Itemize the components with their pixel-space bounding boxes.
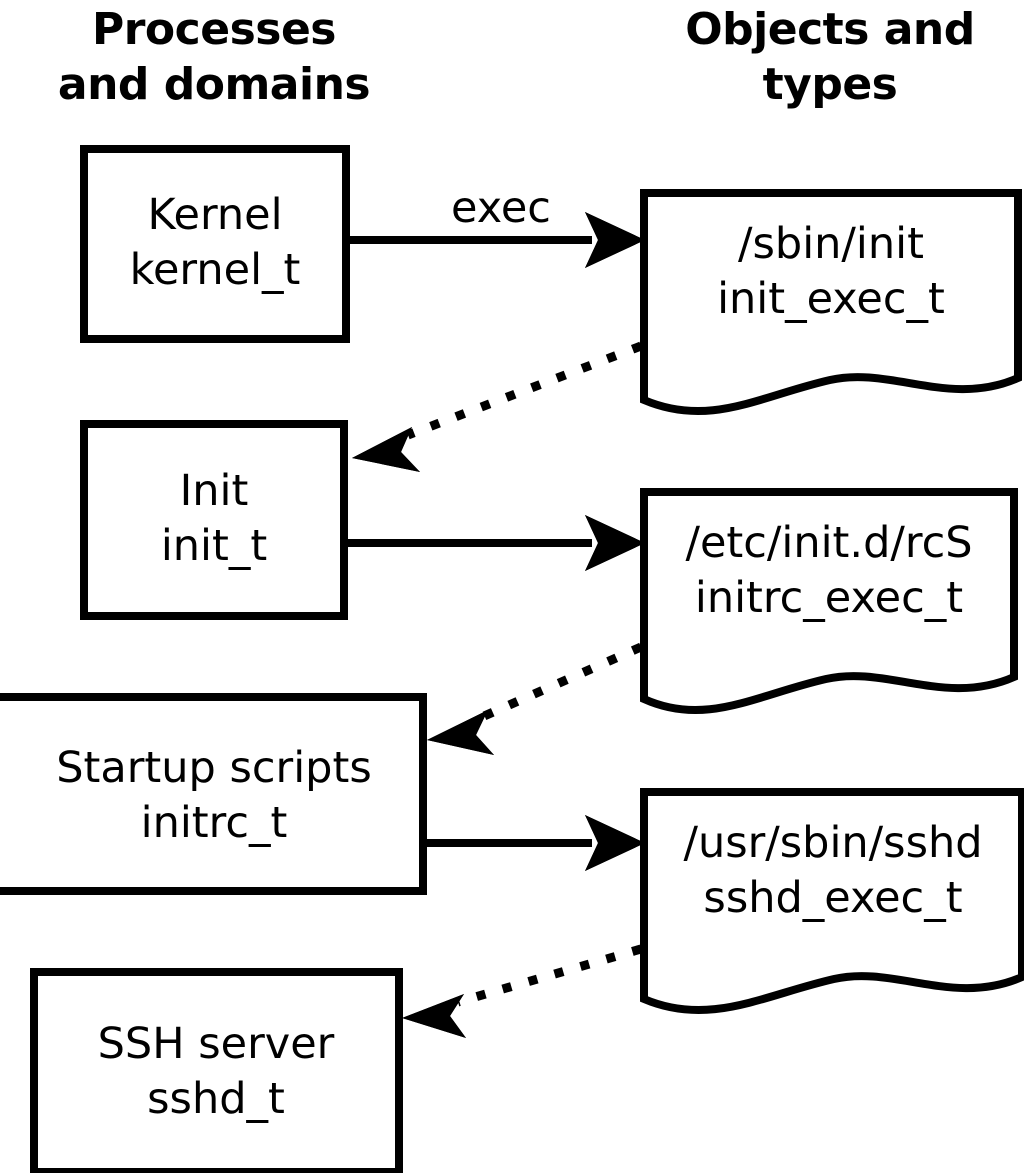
process-node-kernel-label-line2: kernel_t bbox=[130, 245, 301, 295]
object-node-initrc_exec-label-line2: initrc_exec_t bbox=[695, 573, 963, 623]
edge-line bbox=[480, 642, 643, 722]
object-node-initrc_exec[interactable]: /etc/init.d/rcS initrc_exec_t bbox=[640, 488, 1018, 715]
process-node-initrc-box[interactable] bbox=[0, 693, 427, 895]
process-node-init-label-line2: init_t bbox=[161, 521, 267, 571]
process-node-init[interactable]: Init init_t bbox=[80, 420, 348, 620]
column-header-objects-line2: types bbox=[763, 59, 898, 110]
object-node-initrc_exec-label-line1: /etc/init.d/rcS bbox=[685, 518, 972, 568]
process-node-initrc[interactable]: Startup scripts initrc_t bbox=[0, 693, 427, 895]
object-node-sshd_exec-document-shape[interactable] bbox=[640, 788, 1024, 1015]
process-node-initrc-label-line2: initrc_t bbox=[141, 798, 288, 848]
arrow-head-icon-initrc_exec-to-initrc bbox=[427, 710, 494, 755]
arrow-head-icon-initrc-to-sshd_exec bbox=[585, 815, 645, 871]
arrow-head-icon-kernel-to-init_exec bbox=[585, 212, 645, 268]
column-header-processes-line2: and domains bbox=[58, 59, 370, 110]
object-node-init_exec-label-line2: init_exec_t bbox=[717, 274, 945, 324]
process-node-kernel-box[interactable] bbox=[80, 145, 350, 343]
object-node-initrc_exec-document-shape[interactable] bbox=[640, 488, 1018, 715]
edge-line bbox=[406, 341, 643, 440]
process-node-sshd-label-line1: SSH server bbox=[98, 1019, 335, 1069]
process-node-initrc-label-line1: Startup scripts bbox=[56, 743, 372, 793]
column-header-objects: Objects and types bbox=[685, 4, 975, 110]
process-node-sshd-box[interactable] bbox=[30, 968, 403, 1173]
arrow-head-icon-sshd_exec-to-sshd bbox=[402, 994, 466, 1038]
column-header-processes: Processes and domains bbox=[58, 4, 371, 110]
process-node-kernel[interactable]: Kernel kernel_t bbox=[80, 145, 350, 343]
process-node-kernel-label-line1: Kernel bbox=[147, 190, 282, 240]
arrow-head-icon-init-to-initrc_exec bbox=[585, 515, 645, 571]
edge-line bbox=[456, 944, 643, 1007]
process-node-sshd[interactable]: SSH server sshd_t bbox=[30, 968, 403, 1173]
edge-label-exec: exec bbox=[451, 183, 551, 233]
object-node-init_exec[interactable]: /sbin/init init_exec_t bbox=[640, 189, 1022, 416]
arrowheads-overlay bbox=[352, 212, 645, 1038]
process-node-init-box[interactable] bbox=[80, 420, 348, 620]
process-node-sshd-label-line2: sshd_t bbox=[147, 1074, 285, 1124]
object-node-sshd_exec[interactable]: /usr/sbin/sshd sshd_exec_t bbox=[640, 788, 1024, 1015]
object-node-init_exec-label-line1: /sbin/init bbox=[738, 219, 924, 269]
column-header-processes-line1: Processes bbox=[92, 4, 336, 55]
object-node-init_exec-document-shape[interactable] bbox=[640, 189, 1022, 416]
object-node-sshd_exec-label-line1: /usr/sbin/sshd bbox=[683, 818, 982, 868]
object-node-sshd_exec-label-line2: sshd_exec_t bbox=[703, 873, 962, 923]
process-node-init-label-line1: Init bbox=[180, 466, 249, 516]
column-header-objects-line1: Objects and bbox=[685, 4, 974, 55]
arrow-head-icon-init_exec-to-init bbox=[352, 427, 420, 472]
